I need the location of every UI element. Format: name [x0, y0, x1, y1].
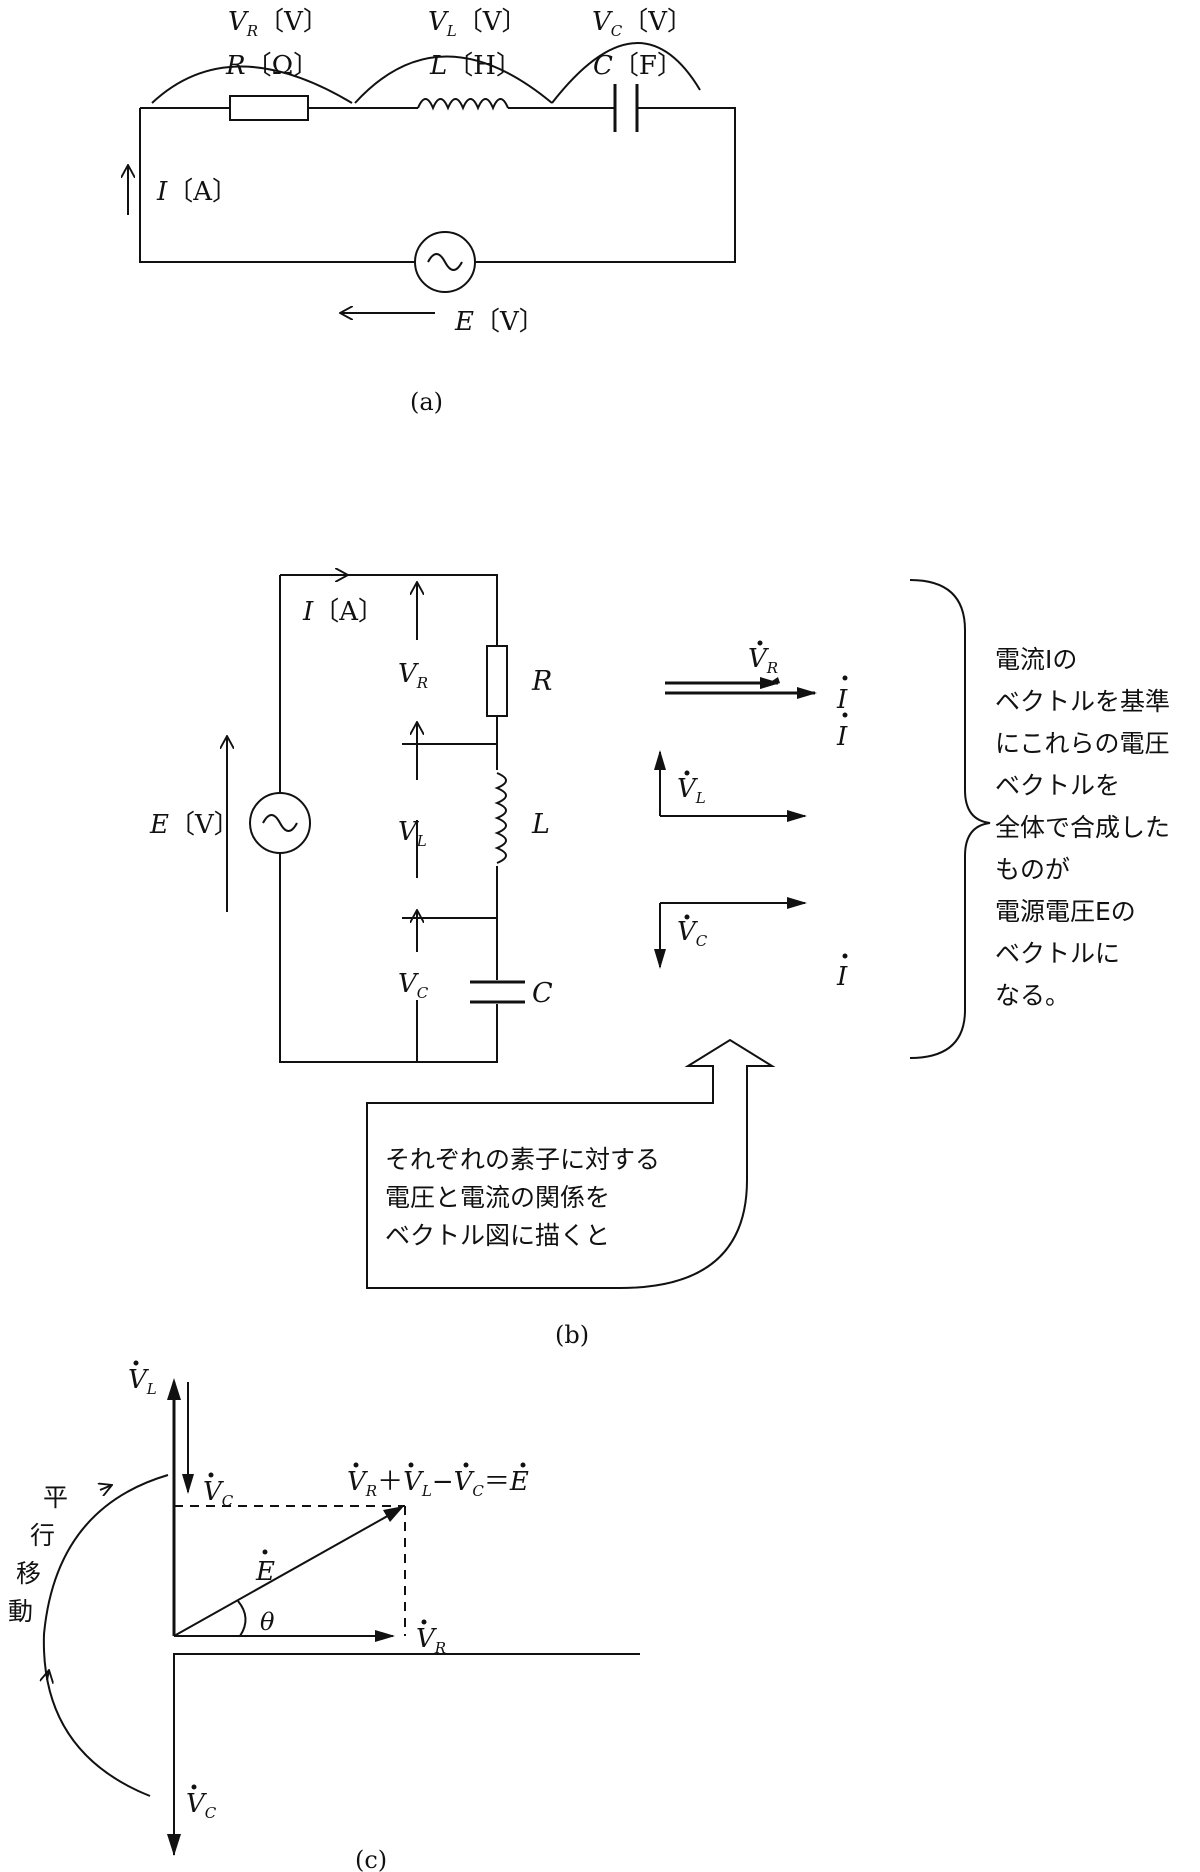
svg-text:全体で合成した: 全体で合成した	[995, 813, 1170, 842]
label-vr-a: VR〔V〕	[228, 7, 329, 40]
circuit-a-wire	[139, 107, 736, 263]
inductor-l-b-symbol	[494, 772, 507, 864]
lower-axis	[173, 1653, 640, 1855]
svg-text:ベクトルを基準: ベクトルを基準	[995, 687, 1170, 716]
svg-text:ものが: ものが	[995, 855, 1070, 884]
svg-text:移: 移	[16, 1559, 41, 1588]
label-r-a: R〔Ω〕	[225, 51, 319, 81]
theta-arc	[237, 1600, 247, 1637]
label-vl-c: VL	[128, 1365, 157, 1398]
e-vector	[173, 1508, 401, 1637]
label-c-a: C〔F〕	[593, 51, 683, 81]
svg-text:ベクトルを: ベクトルを	[995, 771, 1120, 800]
label-e-c: E	[255, 1557, 275, 1587]
capacitor-c-b-symbol	[470, 980, 525, 1004]
label-c-b: C	[532, 978, 553, 1009]
label-vl-phasor: VL	[677, 774, 706, 807]
equation-phasor-sum: VR＋VL−VC＝E	[347, 1467, 529, 1500]
label-vl-a: VL〔V〕	[428, 7, 528, 40]
label-vc-c-bottom: VC	[186, 1789, 217, 1822]
label-current-b: I〔A〕	[302, 597, 384, 627]
phasor-group-resistor: VR I	[665, 640, 848, 715]
label-r-b: R	[531, 666, 552, 697]
vl-span-arc	[354, 55, 553, 104]
svg-text:ベクトルに: ベクトルに	[995, 939, 1120, 968]
svg-text:電源電圧Eの: 電源電圧Eの	[995, 897, 1136, 926]
label-l-b: L	[531, 809, 550, 840]
parallel-shift-arc	[42, 1474, 169, 1797]
caption-a: (a)	[410, 388, 443, 416]
svg-text:行: 行	[30, 1521, 55, 1550]
curly-brace	[909, 579, 991, 1059]
callout-box	[366, 1038, 776, 1289]
caption-b: (b)	[555, 1321, 589, 1349]
label-vr-c: VR	[416, 1624, 446, 1657]
equation-dots	[353, 1462, 526, 1468]
label-vc-c-mid: VC	[203, 1477, 234, 1510]
label-l-a: L〔H〕	[429, 51, 522, 81]
svg-text:電流Iの: 電流Iの	[995, 645, 1077, 674]
label-vl-b: VL	[398, 817, 427, 850]
callout-text: それぞれの素子に対する 電圧と電流の関係を ベクトル図に描くと	[385, 1145, 660, 1250]
resistor-r-b-symbol	[486, 645, 508, 717]
svg-text:それぞれの素子に対する: それぞれの素子に対する	[385, 1145, 660, 1174]
resistor-r-symbol	[229, 95, 309, 121]
svg-text:なる。: なる。	[995, 981, 1070, 1010]
vc-span-arc	[551, 42, 701, 104]
label-theta: θ	[260, 1608, 275, 1636]
vr-span-arc	[151, 65, 353, 104]
label-vc-a: VC〔V〕	[592, 7, 693, 40]
svg-text:にこれらの電圧: にこれらの電圧	[995, 729, 1170, 758]
figure-c-phasor-sum: VL VC VC VR E θ VR＋VL−VC＝E 平 行 移 動 (c)	[8, 1360, 640, 1872]
phasor-group-capacitor: VC	[654, 897, 807, 969]
brace-note-text: 電流Iの ベクトルを基準 にこれらの電圧 ベクトルを 全体で合成した ものが 電…	[995, 645, 1170, 1010]
figure-b-circuit-and-phasors: I〔A〕 VR VL VC R L C E〔V〕 VR I I VL	[149, 575, 1170, 1349]
label-vr-b: VR	[398, 659, 428, 692]
label-source-a: E〔V〕	[454, 307, 545, 337]
svg-text:ベクトル図に描くと: ベクトル図に描くと	[385, 1221, 610, 1250]
label-i-phasor-1: I	[836, 685, 848, 715]
label-i-phasor-2: I	[836, 722, 848, 752]
label-vc-b: VC	[398, 969, 429, 1002]
label-vc-phasor: VC	[677, 917, 708, 950]
phasor-group-inductor: VL	[654, 750, 807, 822]
figure-a-series-circuit: VR〔V〕 R〔Ω〕 VL〔V〕 L〔H〕 VC〔V〕 C〔F〕 I〔A〕 E〔…	[128, 7, 736, 416]
label-source-b: E〔V〕	[149, 810, 240, 840]
capacitor-c-symbol	[613, 84, 639, 132]
circuit-b-wire	[279, 574, 498, 1063]
label-current-a: I〔A〕	[156, 177, 238, 207]
inductor-l-symbol	[417, 98, 509, 111]
ac-source-symbol	[414, 231, 476, 293]
label-vr-phasor: VR	[748, 644, 778, 677]
ac-source-b-symbol	[249, 792, 311, 854]
parallel-shift-label: 平 行 移 動	[8, 1483, 68, 1626]
svg-text:電圧と電流の関係を: 電圧と電流の関係を	[385, 1183, 610, 1212]
caption-c: (c)	[355, 1846, 387, 1872]
label-i-phasor-3: I	[836, 962, 848, 992]
svg-text:動: 動	[8, 1597, 33, 1626]
svg-text:平: 平	[43, 1483, 68, 1512]
